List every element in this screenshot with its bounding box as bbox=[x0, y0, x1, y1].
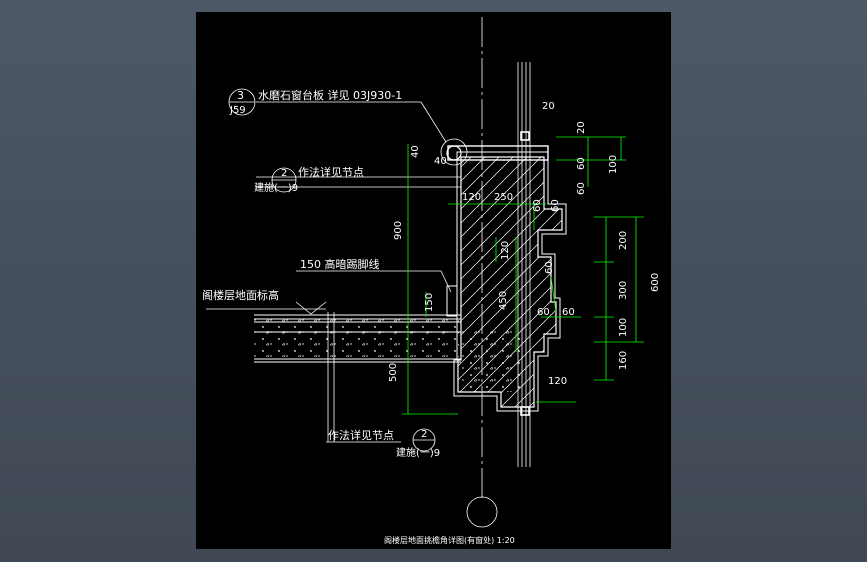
dim-20-a: 20 bbox=[542, 101, 555, 112]
sill-note-num-bottom: J59 bbox=[229, 105, 246, 116]
detail-top-text: 作法详见节点 bbox=[298, 165, 364, 179]
floor-slab bbox=[254, 314, 461, 363]
dim-160: 160 bbox=[618, 351, 629, 370]
dim-900: 900 bbox=[393, 221, 404, 240]
dim-60-c: 60 bbox=[576, 157, 587, 170]
dim-60-g: 60 bbox=[562, 307, 575, 318]
dim-100-a: 100 bbox=[608, 155, 619, 174]
dim-450: 450 bbox=[498, 291, 509, 310]
sill-note-text: 水磨石窗台板 详见 03J930-1 bbox=[258, 88, 402, 102]
detail-bottom-ref: 建施(一)9 bbox=[396, 446, 440, 459]
dim-60-b: 60 bbox=[550, 199, 561, 212]
dim-60-d: 60 bbox=[576, 182, 587, 195]
detail-bottom-num: 2 bbox=[421, 429, 427, 440]
dim-120-c: 120 bbox=[548, 376, 567, 387]
dim-60-a: 60 bbox=[532, 199, 543, 212]
drawing-title: 阁楼层地面挑檐角详图(有窗处) 1:20 bbox=[384, 535, 515, 545]
detail-top-num: 2 bbox=[281, 168, 287, 179]
dim-150: 150 bbox=[424, 293, 435, 312]
dim-600: 600 bbox=[650, 273, 661, 292]
section-detail-drawing: 3 J59 水磨石窗台板 详见 03J930-1 2 作法详见节点 建施(一)9… bbox=[202, 17, 661, 545]
dimension-texts: 40 40 900 120 250 60 60 20 20 60 100 60 … bbox=[388, 101, 661, 387]
detail-bottom-text: 作法详见节点 bbox=[328, 428, 394, 442]
detail-top-ref: 建施(一)9 bbox=[254, 181, 298, 194]
concrete-section bbox=[440, 131, 567, 416]
dim-40-a: 40 bbox=[410, 145, 421, 158]
dim-40-b: 40 bbox=[434, 156, 447, 167]
leader-lines bbox=[206, 101, 461, 443]
dim-60-e: 60 bbox=[544, 261, 555, 274]
dim-60-f: 60 bbox=[537, 307, 550, 318]
dim-250: 250 bbox=[494, 192, 513, 203]
sill-note-num-top: 3 bbox=[237, 89, 244, 102]
annotation-texts: 3 J59 水磨石窗台板 详见 03J930-1 2 作法详见节点 建施(一)9… bbox=[202, 88, 515, 545]
dim-300: 300 bbox=[618, 281, 629, 300]
dim-200: 200 bbox=[618, 231, 629, 250]
dim-500: 500 bbox=[388, 363, 399, 382]
dim-120-b: 120 bbox=[500, 241, 511, 260]
dim-100-b: 100 bbox=[618, 318, 629, 337]
dim-120-a: 120 bbox=[462, 192, 481, 203]
detail-markers bbox=[228, 88, 498, 528]
dim-20-b: 20 bbox=[576, 121, 587, 134]
drawing-canvas: 3 J59 水磨石窗台板 详见 03J930-1 2 作法详见节点 建施(一)9… bbox=[196, 12, 671, 549]
skirting-label: 150 高暗踢脚线 bbox=[300, 257, 380, 271]
dimension-lines bbox=[402, 136, 644, 415]
floor-level-label: 阁楼层地面标高 bbox=[202, 288, 279, 302]
